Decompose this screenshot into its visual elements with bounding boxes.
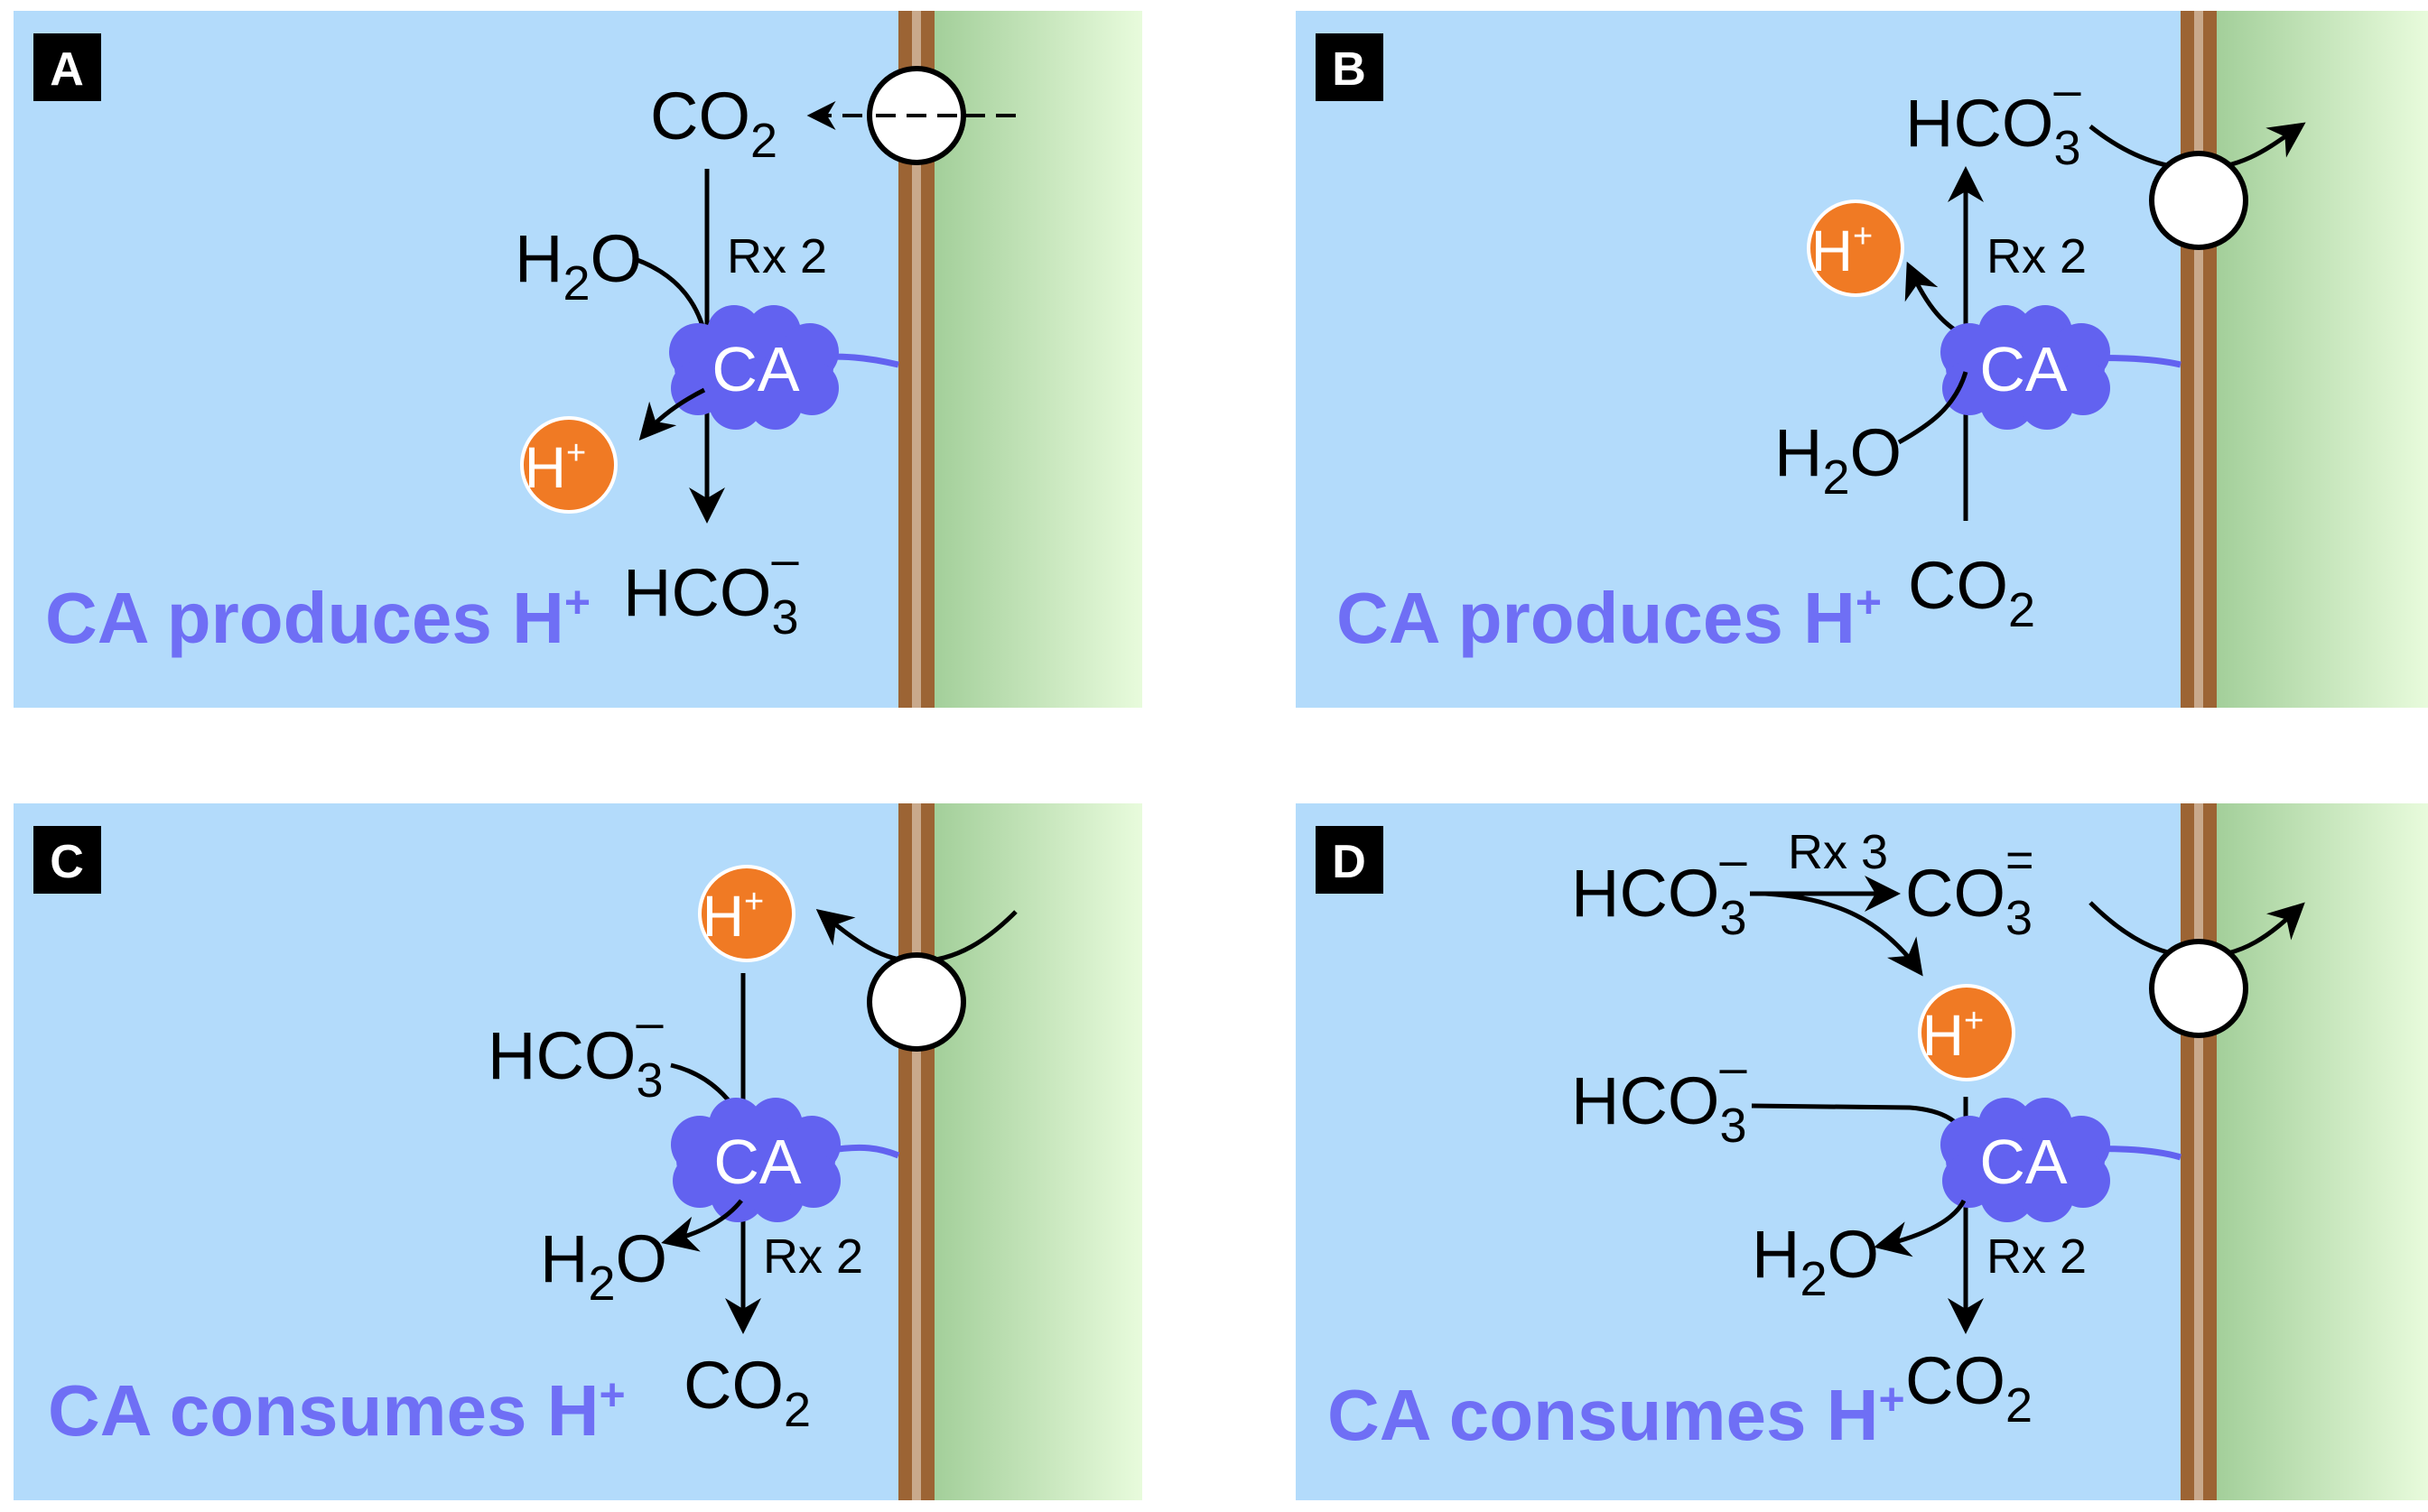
membrane-transporter bbox=[2149, 151, 2248, 250]
h2o-input-arrow bbox=[1897, 371, 1968, 445]
reaction-label: Rx 2 bbox=[763, 1229, 863, 1284]
carbonic-anhydrase-enzyme: CA bbox=[671, 1098, 841, 1222]
panel-label: B bbox=[1332, 43, 1366, 96]
h2o-output-arrow bbox=[1874, 1199, 1967, 1257]
svg-text:CA: CA bbox=[713, 1127, 802, 1197]
panel-label-badge bbox=[1316, 826, 1383, 894]
svg-text:H+: H+ bbox=[702, 883, 764, 949]
panel-caption: CA consumes H+ bbox=[48, 1369, 626, 1451]
svg-text:CA: CA bbox=[1979, 1127, 2068, 1197]
species-h2o: H2O bbox=[1752, 1217, 1879, 1306]
species-bicarbonate-2: HCO3– bbox=[1571, 1041, 1747, 1153]
panel-caption: CA consumes H+ bbox=[1327, 1374, 1905, 1455]
panel-d: D HCO3– Rx 3 CO3= H+ HCO3– CA H2O Rx 2 C… bbox=[1296, 803, 2428, 1500]
svg-text:CA: CA bbox=[1979, 334, 2068, 404]
species-h2o: H2O bbox=[1774, 415, 1902, 505]
species-co2: CO2 bbox=[684, 1348, 811, 1437]
svg-text:H+: H+ bbox=[1922, 1002, 1984, 1068]
membrane-core bbox=[2194, 11, 2203, 708]
panel-a: A CO2 Rx 2 H2O CA H+ HCO3– CA produces H… bbox=[14, 11, 1142, 708]
panel-label: D bbox=[1332, 836, 1366, 888]
species-h2o: H2O bbox=[515, 221, 642, 311]
panel-b: B HCO3– Rx 2 H+ CA H2O CO2 CA produces H… bbox=[1296, 11, 2428, 708]
species-bicarbonate: HCO3– bbox=[623, 533, 799, 645]
carbonic-anhydrase-enzyme: CA bbox=[669, 305, 839, 430]
panel-c: C H+ HCO3– CA H2O Rx 2 CO2 CA consumes H… bbox=[14, 803, 1142, 1500]
membrane-transporter bbox=[867, 952, 966, 1052]
panel-label-badge bbox=[1316, 33, 1383, 101]
reaction-label: Rx 2 bbox=[1986, 1229, 2087, 1284]
species-co2: CO2 bbox=[1908, 548, 2035, 637]
species-h2o: H2O bbox=[540, 1221, 667, 1311]
panel-label-badge bbox=[33, 826, 101, 894]
cell-interior bbox=[935, 11, 1142, 708]
panel-label-badge bbox=[33, 33, 101, 101]
svg-text:H+: H+ bbox=[1811, 218, 1873, 283]
species-bicarbonate: HCO3– bbox=[1571, 833, 1747, 945]
panel-label: A bbox=[50, 43, 84, 96]
rx3-proton-arrow bbox=[1764, 891, 1923, 977]
svg-text:CA: CA bbox=[712, 334, 800, 404]
cell-interior bbox=[935, 803, 1142, 1500]
carbonic-anhydrase-enzyme: CA bbox=[1940, 1098, 2110, 1222]
carbonic-anhydrase-enzyme: CA bbox=[1940, 305, 2110, 430]
cell-interior bbox=[2217, 803, 2428, 1500]
species-co2: CO2 bbox=[1905, 1343, 2033, 1433]
h2o-output-arrow bbox=[661, 1199, 743, 1252]
species-co2: CO2 bbox=[650, 79, 777, 168]
proton-badge: H+ bbox=[1918, 984, 2015, 1081]
membrane-core bbox=[2194, 803, 2203, 1500]
species-carbonate: CO3= bbox=[1905, 833, 2034, 945]
proton-output-arrow bbox=[638, 387, 706, 441]
reaction-label: Rx 2 bbox=[1986, 229, 2087, 283]
svg-text:H+: H+ bbox=[525, 434, 586, 500]
proton-badge: H+ bbox=[698, 865, 795, 962]
proton-badge: H+ bbox=[520, 416, 618, 514]
membrane-core bbox=[912, 803, 921, 1500]
cell-interior bbox=[2217, 11, 2428, 708]
species-bicarbonate: HCO3– bbox=[488, 996, 664, 1108]
reaction-label: Rx 2 bbox=[727, 229, 827, 283]
panel-label: C bbox=[50, 836, 84, 888]
reaction-label-rx3: Rx 3 bbox=[1788, 825, 1888, 879]
panel-caption: CA produces H+ bbox=[1336, 577, 1882, 658]
species-bicarbonate: HCO3– bbox=[1905, 63, 2081, 175]
membrane-core bbox=[912, 11, 921, 708]
panel-caption: CA produces H+ bbox=[45, 577, 591, 658]
membrane-transporter bbox=[2149, 939, 2248, 1038]
proton-badge: H+ bbox=[1807, 199, 1904, 297]
